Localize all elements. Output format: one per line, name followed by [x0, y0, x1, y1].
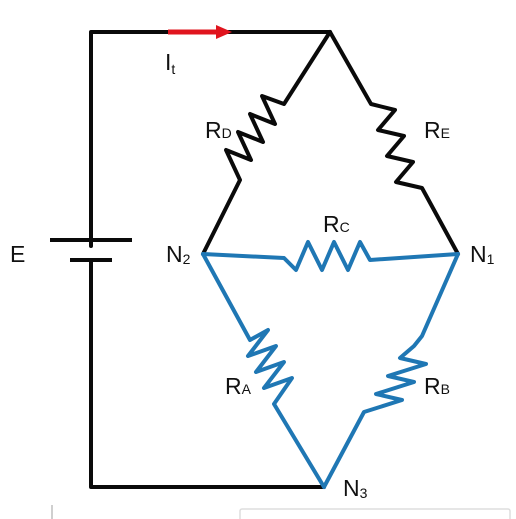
- page-edge-box: [239, 508, 511, 519]
- re-label: RE: [424, 117, 450, 143]
- resistor-ra: [201, 252, 326, 489]
- supply-wire-bottom: [89, 258, 326, 489]
- resistor-re: [328, 30, 460, 256]
- resistor-rb: [322, 252, 460, 489]
- node-n3-label: N3: [343, 475, 368, 501]
- current-arrowhead: [216, 25, 232, 39]
- resistor-rc: [201, 240, 460, 272]
- resistor-rd: [201, 30, 332, 256]
- rb-label: RB: [424, 373, 450, 399]
- current-label: It: [165, 49, 175, 77]
- source-label: E: [10, 241, 25, 267]
- node-n2-label: N2: [166, 241, 191, 267]
- ra-label: RA: [225, 373, 252, 399]
- rc-label: RC: [323, 211, 350, 237]
- rd-label: RD: [205, 117, 232, 143]
- node-n1-label: N1: [470, 241, 495, 267]
- supply-wire-top: [89, 30, 332, 248]
